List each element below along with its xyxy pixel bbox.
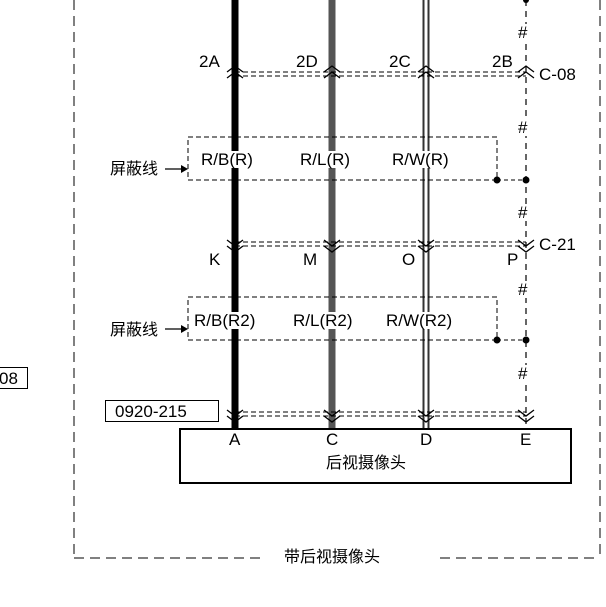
component-pin-c: C [326,430,339,449]
shield-lower-wire-1: R/B(R2) [194,311,256,330]
c08-pin-4: 2B [492,52,513,71]
component-pin-e: E [520,430,532,449]
shield-upper-wire-1: R/B(R) [201,150,253,169]
shield-lower-wire-2: R/L(R2) [293,311,353,330]
option-boundary [73,0,601,559]
option-label: 带后视摄像头 [284,547,381,566]
component-code: 0920-215 [115,402,187,421]
connector-c21-line [235,241,526,247]
c08-pin-1: 2A [199,52,220,71]
shield-upper-label: 屏蔽线 [110,159,159,178]
edge-fragment-text: 08 [0,369,18,388]
component-pin-a: A [229,430,241,449]
hash-mark-5: # [518,364,528,383]
shield-upper-wire-2: R/L(R) [300,150,351,169]
c08-pin-2: 2D [296,52,318,71]
connector-component-line [235,411,526,417]
rear-camera-component [179,428,572,484]
shield-upper [165,136,530,184]
pin-chevrons [226,65,535,423]
shield-lower [165,296,530,344]
component-code-box: 0920-215 [105,400,219,422]
c21-pin-2: M [303,250,318,269]
connector-c08-line [235,71,526,77]
component-pin-d: D [420,430,433,449]
shield-lower-label: 屏蔽线 [110,320,159,339]
c21-pin-4: P [507,250,519,269]
edge-fragment-box: 08 [0,367,28,389]
component-name: 后视摄像头 [326,453,407,472]
c08-connector-name: C-08 [539,65,576,84]
hash-mark-1: # [518,23,528,42]
c21-pin-3: O [402,250,416,269]
hash-mark-3: # [518,203,528,222]
c08-pin-3: 2C [389,52,411,71]
shield-upper-wire-3: R/W(R) [392,150,449,169]
hash-mark-2: # [518,118,528,137]
c21-connector-name: C-21 [539,235,576,254]
shield-lower-wire-3: R/W(R2) [386,311,453,330]
hash-mark-4: # [518,280,528,299]
c21-pin-1: K [209,250,221,269]
